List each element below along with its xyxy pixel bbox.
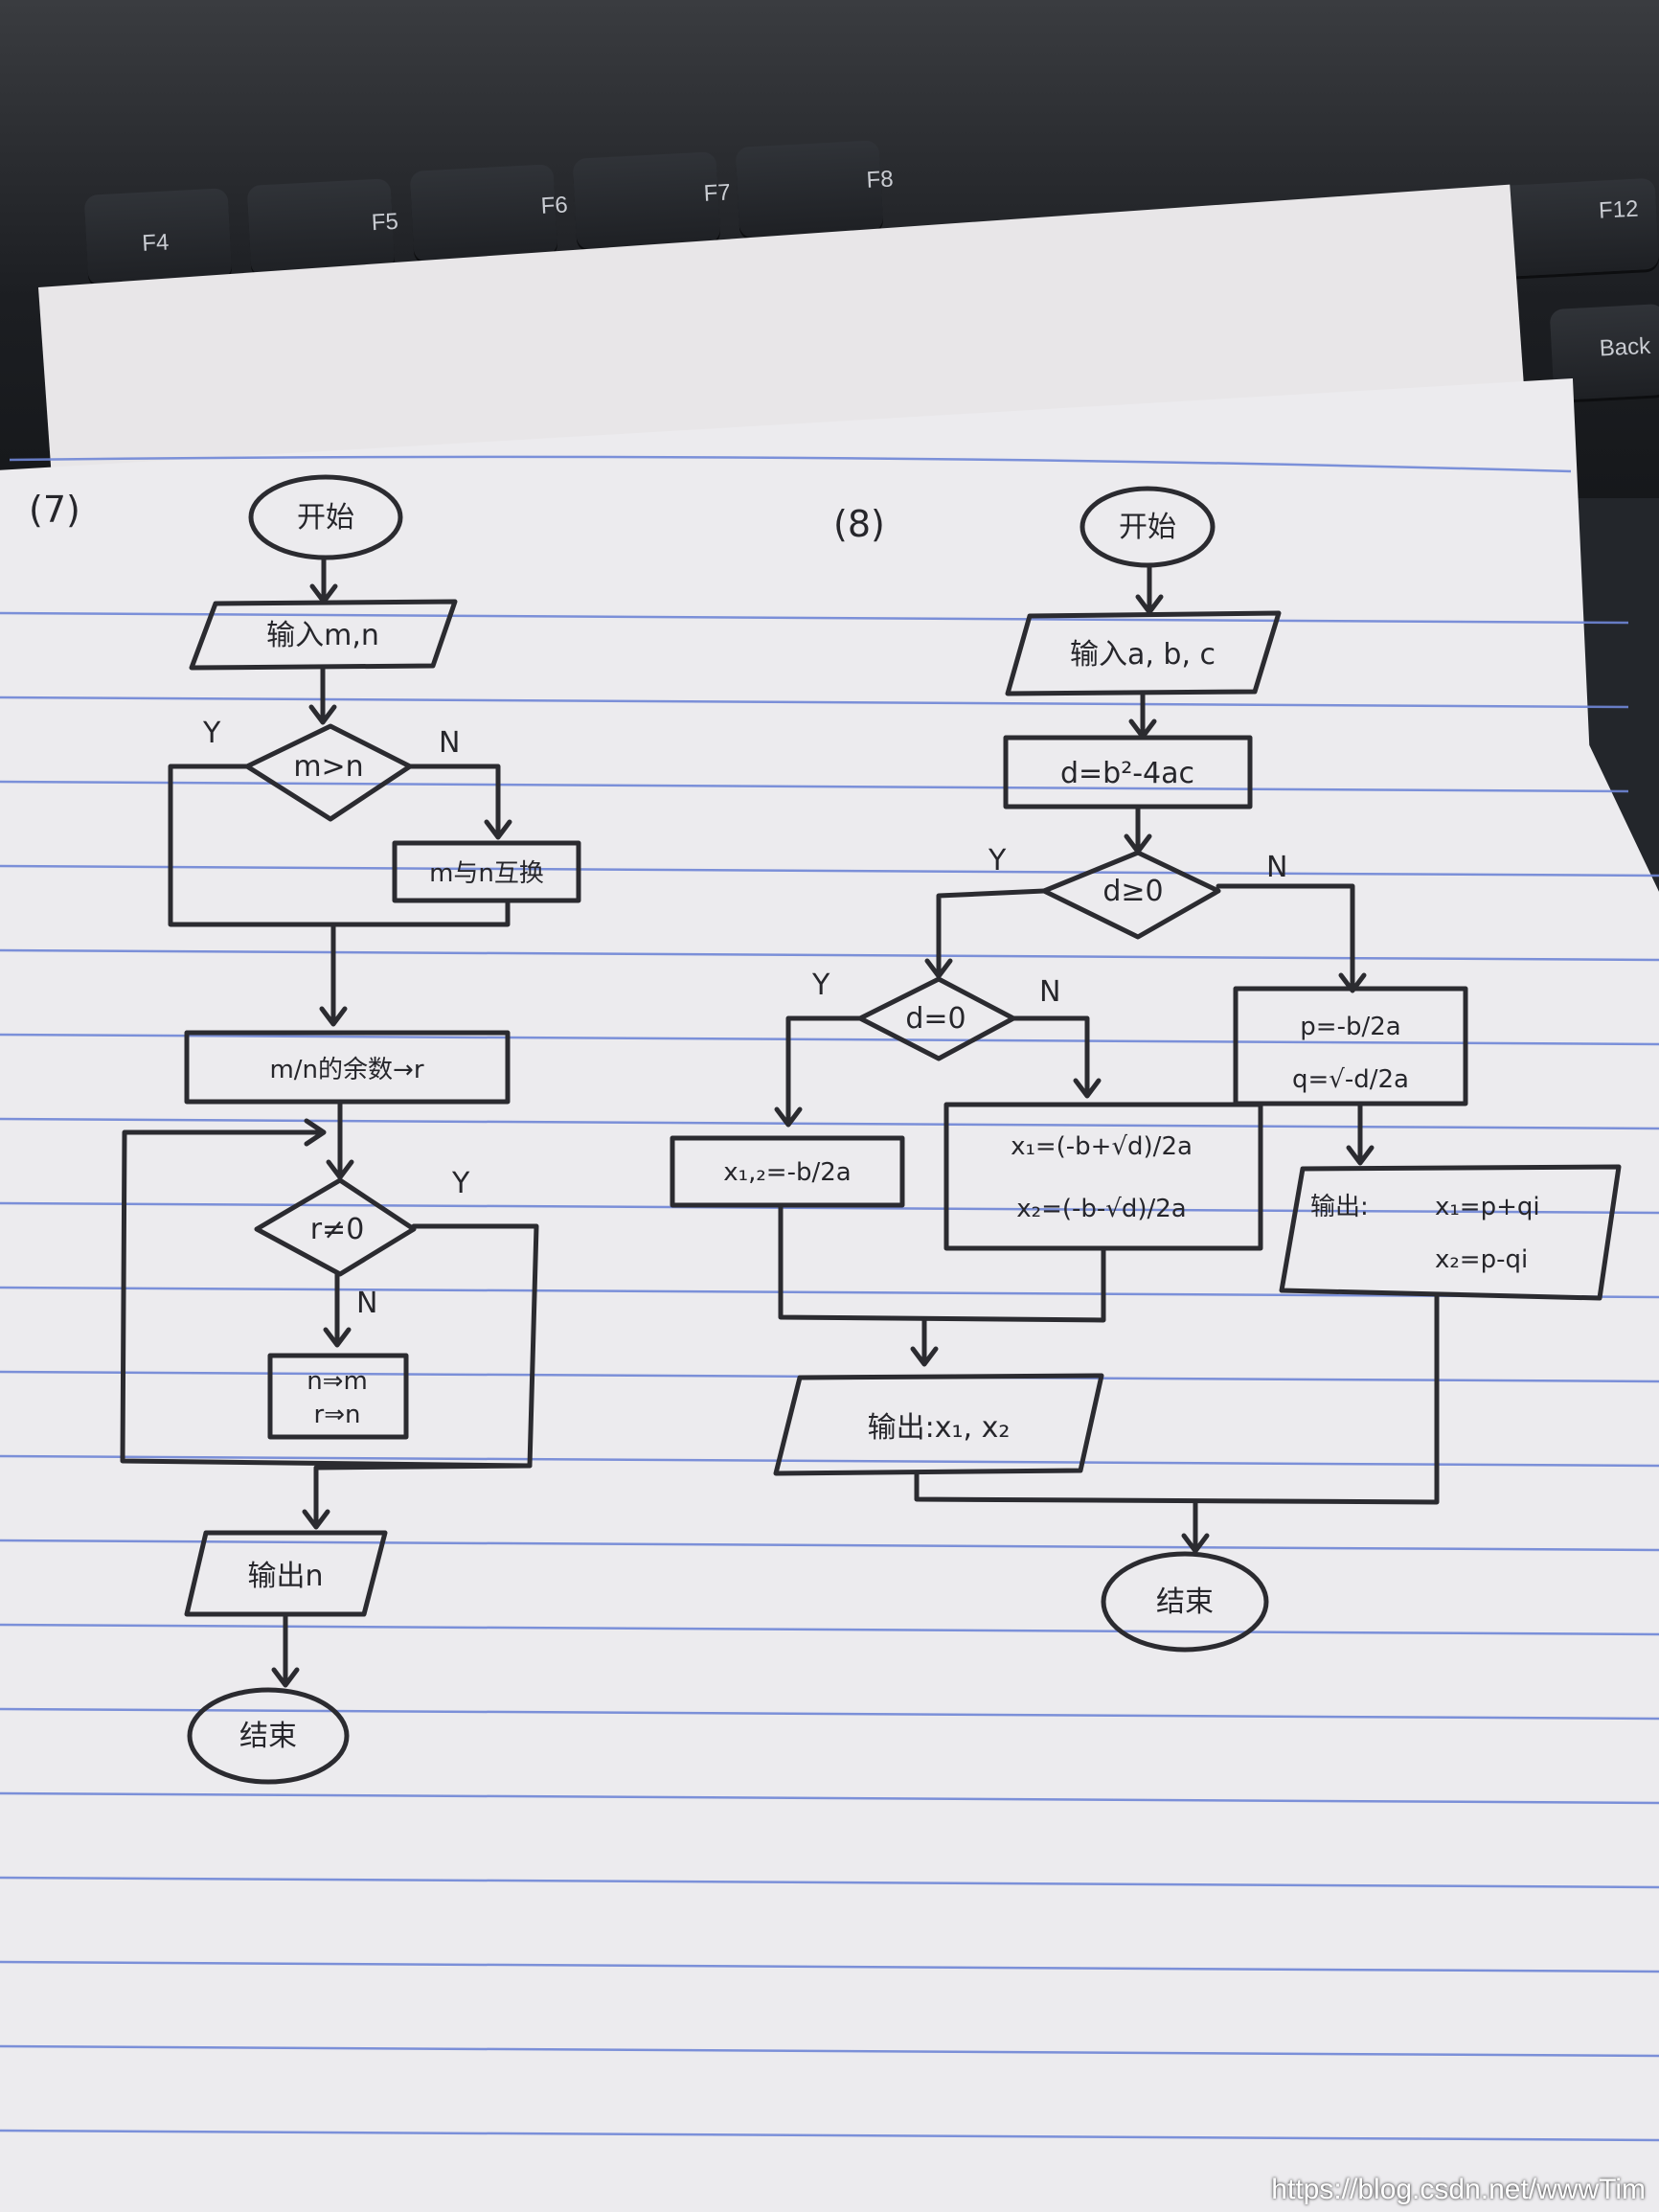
update-process-box [267, 1353, 409, 1440]
inner-yes-line [774, 1015, 863, 1128]
loop-back-line [120, 1129, 539, 1469]
assign-label: d=b²-4ac [1060, 757, 1194, 790]
loop-decision-diamond [254, 1177, 417, 1277]
arrow-connector [271, 1613, 300, 1688]
complex-output-prefix: 输出: [1310, 1193, 1369, 1221]
no-branch-line [1216, 883, 1367, 993]
loop-no-label: N [356, 1287, 377, 1320]
merge-line [778, 1202, 1106, 1323]
inner-no-line [1011, 1015, 1102, 1099]
start-label: 开始 [297, 501, 354, 535]
remainder-process-box [184, 1030, 511, 1105]
input-parallelogram [189, 599, 458, 671]
start-label: 开始 [1119, 511, 1176, 544]
arrow-connector [319, 922, 348, 1027]
arrow-connector [1135, 562, 1164, 615]
loop-exit-line [302, 1463, 533, 1530]
yes-branch-line [168, 764, 511, 927]
complex-x2-label: x₂=p-qi [1435, 1245, 1528, 1274]
update-line2: r⇒n [314, 1401, 361, 1429]
inner-decision-label: d=0 [905, 1002, 966, 1036]
remainder-label: m/n的余数→r [269, 1056, 423, 1084]
inner-yes-label: Y [811, 969, 830, 1002]
decision-diamond [244, 723, 413, 822]
loop-decision-label: r≠0 [310, 1213, 365, 1246]
no-label: N [439, 726, 460, 760]
decision-diamond [1041, 850, 1221, 940]
loop-return-line [139, 1118, 327, 1147]
arrow-connector [1124, 804, 1152, 855]
output-label: 输出:x₁, x₂ [868, 1411, 1011, 1445]
flowchart-8: (8) 开始 输入a, b, c d=b²-4ac d≥0 Y N d=0 Y … [670, 486, 1622, 1653]
output-label: 输出n [247, 1560, 323, 1593]
real-root2-label: x₂=(-b-√d)/2a [1016, 1195, 1186, 1223]
arrow-connector [326, 1099, 354, 1180]
swap-label: m与n互换 [429, 859, 544, 888]
update-line1: n⇒m [307, 1367, 368, 1396]
loop-yes-label: Y [451, 1167, 470, 1200]
pq-process-box [1233, 986, 1468, 1106]
real-root1-label: x₁=(-b+√d)/2a [1011, 1132, 1193, 1161]
q-label: q=√-d/2a [1292, 1065, 1409, 1094]
arrow-connector [910, 1316, 939, 1367]
end-terminal [187, 1687, 350, 1785]
decision-label: m>n [293, 750, 363, 784]
end-label: 结束 [1156, 1585, 1214, 1619]
inner-decision-diamond [857, 976, 1016, 1061]
arrow-connector [1346, 1101, 1375, 1166]
equal-roots-label: x₁,₂=-b/2a [723, 1158, 851, 1187]
yes-label: Y [988, 844, 1007, 878]
final-merge-line [914, 1292, 1440, 1505]
arrow-connector [1128, 691, 1157, 740]
arrow-connector [323, 1271, 352, 1348]
output-parallelogram [184, 1530, 388, 1617]
flowchart-8-label: (8) [833, 503, 885, 545]
flowchart-7-label: (7) [29, 489, 80, 531]
complex-x1-label: x₁=p+qi [1435, 1193, 1540, 1221]
ruled-lines [0, 455, 1659, 2142]
yes-label: Y [202, 717, 221, 750]
input-label: 输入a, b, c [1070, 638, 1216, 672]
end-label: 结束 [239, 1720, 297, 1753]
decision-label: d≥0 [1102, 875, 1163, 908]
p-label: p=-b/2a [1300, 1013, 1400, 1041]
equal-roots-box [670, 1135, 905, 1208]
swap-process-box [392, 840, 581, 903]
watermark: https://blog.csdn.net/wwwTim [1271, 2174, 1646, 2205]
end-terminal [1101, 1551, 1269, 1653]
arrow-connector [1181, 1498, 1210, 1554]
no-branch-line [407, 764, 512, 840]
yes-branch-line [924, 888, 1047, 979]
inner-no-label: N [1039, 975, 1060, 1009]
flowchart-7: (7) 开始 输入m,n m>n Y N m与n互换 m/n的余数→r r≠0 … [29, 474, 581, 1785]
arrow-connector [308, 665, 337, 725]
input-parallelogram [1005, 610, 1282, 696]
no-label: N [1266, 851, 1287, 884]
output-parallelogram [773, 1373, 1104, 1476]
input-label: 输入m,n [266, 619, 379, 652]
arrow-connector [309, 555, 338, 604]
complex-output-parallelogram [1279, 1164, 1622, 1301]
assign-process-box [1003, 735, 1253, 810]
